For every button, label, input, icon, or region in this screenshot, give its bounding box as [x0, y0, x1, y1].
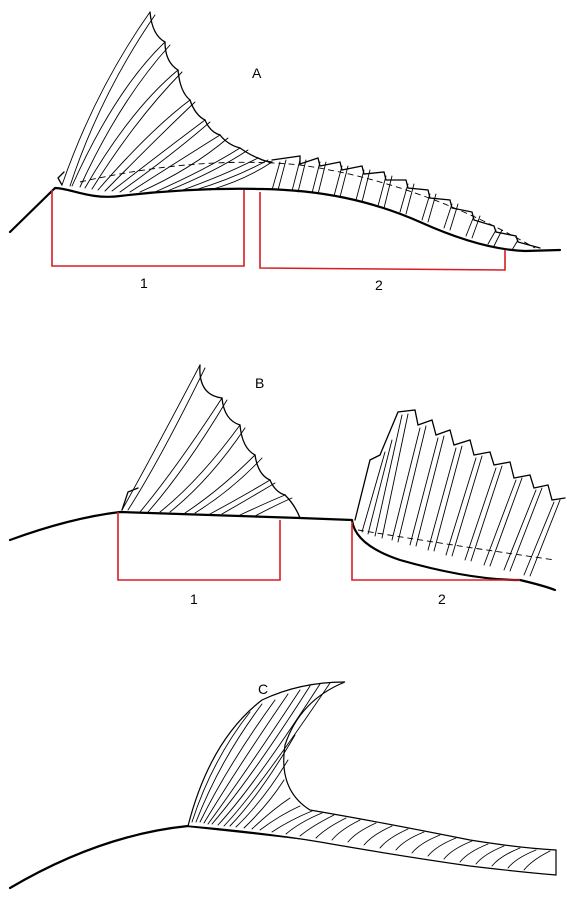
panel-b-body-outline — [10, 512, 555, 590]
panel-a-bracket-1 — [52, 190, 244, 266]
panel-b-spiny-dorsal-fin — [122, 365, 300, 518]
panel-a-spiny-dorsal-fin — [58, 12, 272, 192]
panel-a-soft-dorsal-fin — [80, 156, 540, 250]
panel-a: A — [10, 12, 560, 293]
panel-b-label: B — [255, 375, 264, 391]
panel-a-body-outline — [10, 188, 560, 251]
panel-b-bracket-1-label: 1 — [190, 591, 198, 607]
panel-b-bracket-1 — [118, 512, 280, 580]
panel-b-bracket-2-label: 2 — [438, 591, 446, 607]
panel-a-label: A — [252, 65, 262, 81]
panel-a-bracket-1-label: 1 — [140, 275, 148, 291]
panel-a-bracket-2-label: 2 — [375, 277, 383, 293]
panel-c-fused-dorsal-fin — [188, 682, 556, 875]
panel-c-label: C — [258, 681, 268, 697]
panel-c: C — [10, 681, 556, 888]
panel-b-soft-dorsal-fin — [355, 410, 565, 576]
panel-b: B — [10, 365, 565, 607]
